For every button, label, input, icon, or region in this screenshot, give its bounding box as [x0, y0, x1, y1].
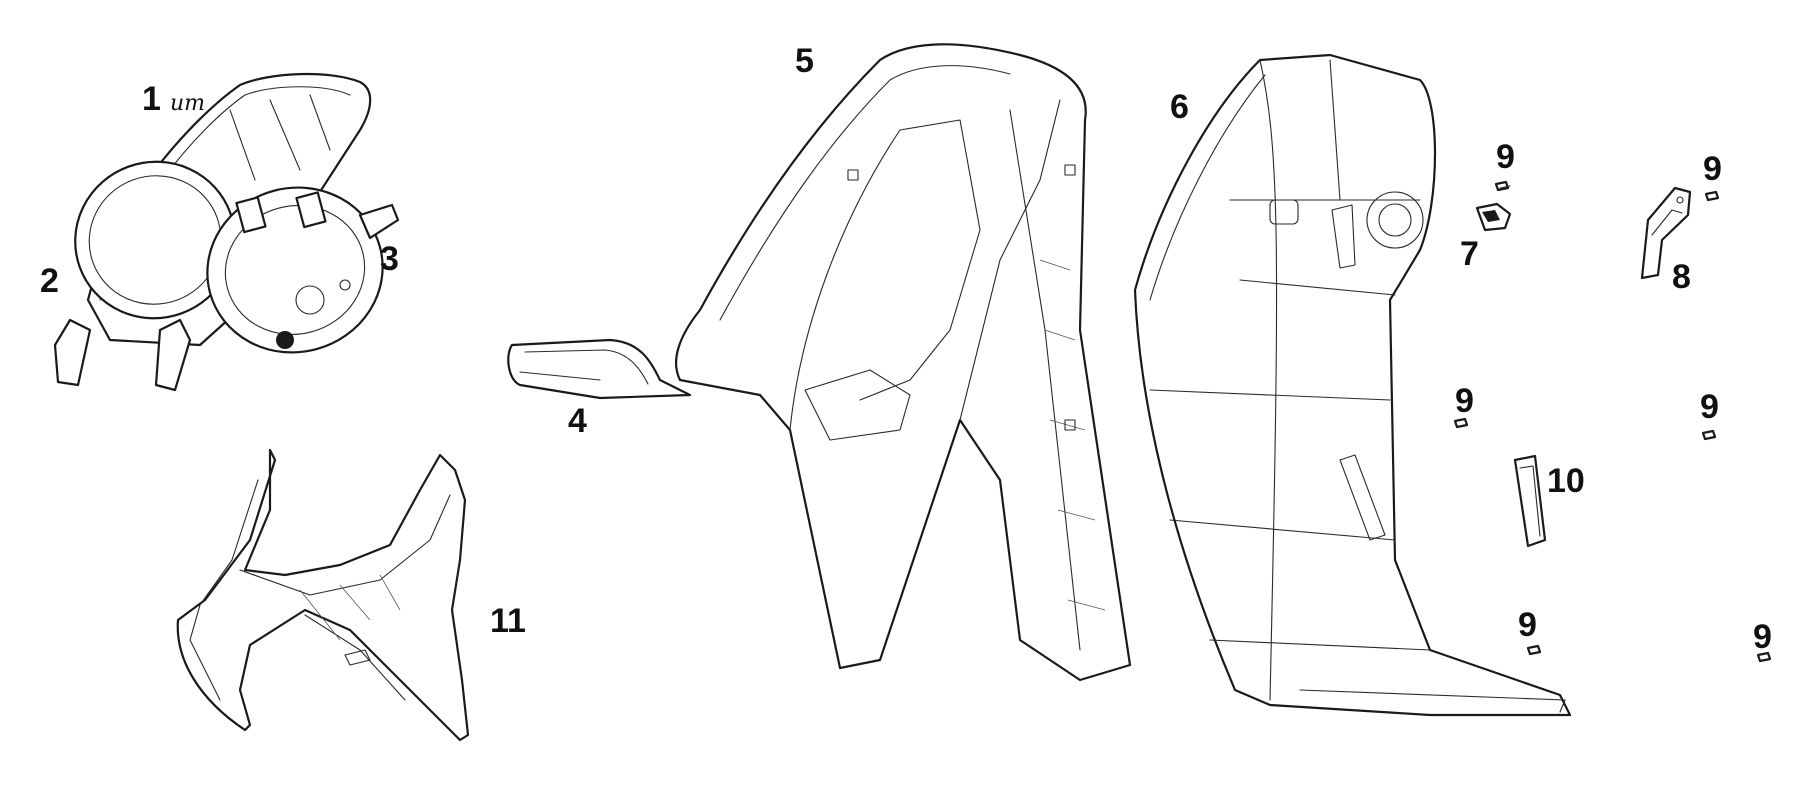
callout-10: 10	[1547, 462, 1585, 500]
callout-2: 2	[40, 262, 59, 300]
callout-7: 7	[1460, 235, 1479, 273]
callout-9-b: 9	[1703, 150, 1722, 188]
part-3-meter-assembly	[206, 186, 400, 354]
callout-3: 3	[380, 240, 399, 278]
callout-9-e: 9	[1518, 606, 1537, 644]
part-7-clip	[1475, 202, 1512, 232]
part-2-housing-ring	[53, 160, 236, 392]
callout-1: 1	[142, 80, 161, 118]
part-9-screw	[1453, 180, 1772, 663]
callout-9-c: 9	[1455, 382, 1474, 420]
part-4-trim-strip	[507, 338, 692, 400]
callout-8: 8	[1672, 258, 1691, 296]
part-5-leg-shield	[675, 43, 1132, 682]
callout-9-a: 9	[1496, 138, 1515, 176]
callout-6: 6	[1170, 88, 1189, 126]
callout-9-f: 9	[1753, 618, 1772, 656]
callout-4: 4	[568, 402, 587, 440]
part-10-pad	[1513, 454, 1547, 548]
part-6-inner-panel	[1133, 53, 1572, 717]
callout-9-d: 9	[1700, 388, 1719, 426]
callout-5: 5	[795, 42, 814, 80]
callout-1-mark: um	[170, 91, 205, 116]
part-11-lower-cover	[176, 448, 470, 742]
part-8-bracket	[1640, 186, 1692, 280]
callout-11: 11	[490, 602, 526, 640]
